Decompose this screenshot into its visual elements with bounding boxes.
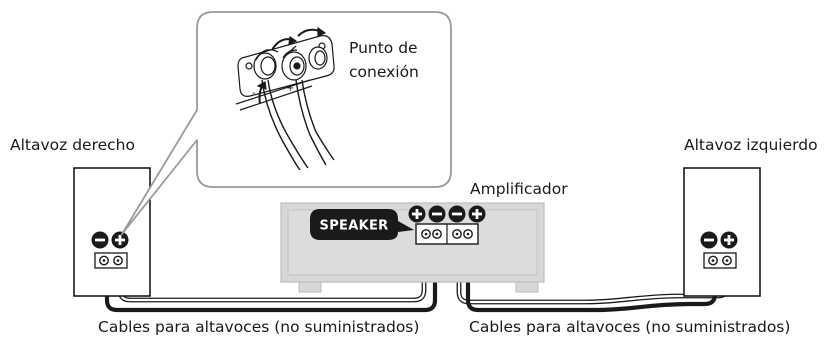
minus-terminal-icon (700, 231, 718, 249)
left-speaker-label: Altavoz izquierdo (684, 136, 818, 154)
plus-terminal-icon (408, 205, 426, 223)
connection-detail-callout (121, 11, 452, 235)
cables-caption-left: Cables para altavoces (no suministrados) (98, 318, 419, 336)
plus-terminal-icon (468, 205, 486, 223)
binding-post-illustration (235, 26, 335, 171)
right-speaker-label: Altavoz derecho (10, 136, 135, 154)
speaker-badge: SPEAKER (310, 209, 414, 240)
left-speaker (683, 167, 761, 297)
minus-terminal-icon (448, 205, 466, 223)
amplifier-label: Amplificador (470, 180, 568, 198)
minus-terminal-icon (91, 231, 109, 249)
right-speaker (73, 167, 151, 297)
cables-caption-right: Cables para altavoces (no suministrados) (469, 318, 790, 336)
detail-minus-label: - (252, 88, 256, 99)
plus-terminal-icon (111, 231, 129, 249)
detail-plus-label: + (286, 83, 294, 94)
minus-terminal-icon (428, 205, 446, 223)
plus-terminal-icon (720, 231, 738, 249)
speaker-badge-label: SPEAKER (320, 219, 389, 234)
connection-point-label-line1: Punto de (349, 39, 418, 57)
connection-point-label-line2: conexión (349, 63, 419, 81)
